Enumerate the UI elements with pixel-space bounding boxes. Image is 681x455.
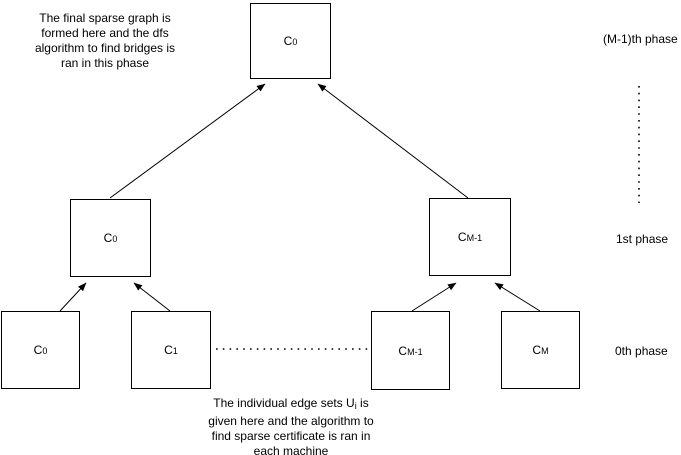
annotation-final-sparse-graph: The final sparse graph is formed here an… (15, 11, 195, 71)
node-box-bottom-cm1: CM-1 (371, 311, 450, 390)
node-box-mid-cm1: CM-1 (429, 198, 511, 276)
annotation-line: each machine (253, 444, 329, 455)
edge-botcm1-to-midcm1 (411, 282, 457, 312)
edge-botcm-to-midcm1 (494, 282, 541, 312)
phase-label-1st: 1st phase (616, 232, 669, 246)
node-label: CM (532, 343, 549, 357)
annotation-line: ran in this phase (60, 56, 150, 70)
edge-botc0-to-midc0 (59, 282, 87, 312)
node-box-bottom-c1: C1 (131, 311, 211, 389)
phase-label-m-minus-1: (M-1)th phase (603, 32, 678, 46)
node-box-bottom-c0: C0 (1, 311, 80, 389)
annotation-line: formed here and the dfs (41, 26, 169, 40)
node-label: C0 (103, 231, 118, 245)
node-box-bottom-cm: CM (501, 311, 580, 389)
node-box-top-c0: C0 (250, 3, 331, 79)
node-label: C0 (33, 343, 48, 357)
node-label: CM-1 (398, 343, 423, 358)
node-label: CM-1 (457, 230, 483, 244)
node-label: C1 (164, 343, 178, 357)
edge-midc0-to-topc0 (109, 83, 266, 199)
annotation-line: The final sparse graph is (39, 11, 171, 25)
annotation-line: find sparse certificate is ran in (211, 429, 371, 443)
annotation-individual-edge-sets: The individual edge sets Ui is given her… (191, 396, 391, 455)
node-box-mid-c0: C0 (70, 199, 151, 277)
edge-botc1-to-midc0 (133, 282, 171, 312)
annotation-line: given here and the algorithm to (208, 414, 374, 428)
node-label: C0 (283, 34, 298, 48)
edge-midcm1-to-topc0 (317, 83, 469, 199)
annotation-line: algorithm to find bridges is (34, 41, 176, 55)
annotation-line: The individual edge sets Ui is (213, 396, 369, 411)
phase-label-0th: 0th phase (615, 344, 668, 358)
